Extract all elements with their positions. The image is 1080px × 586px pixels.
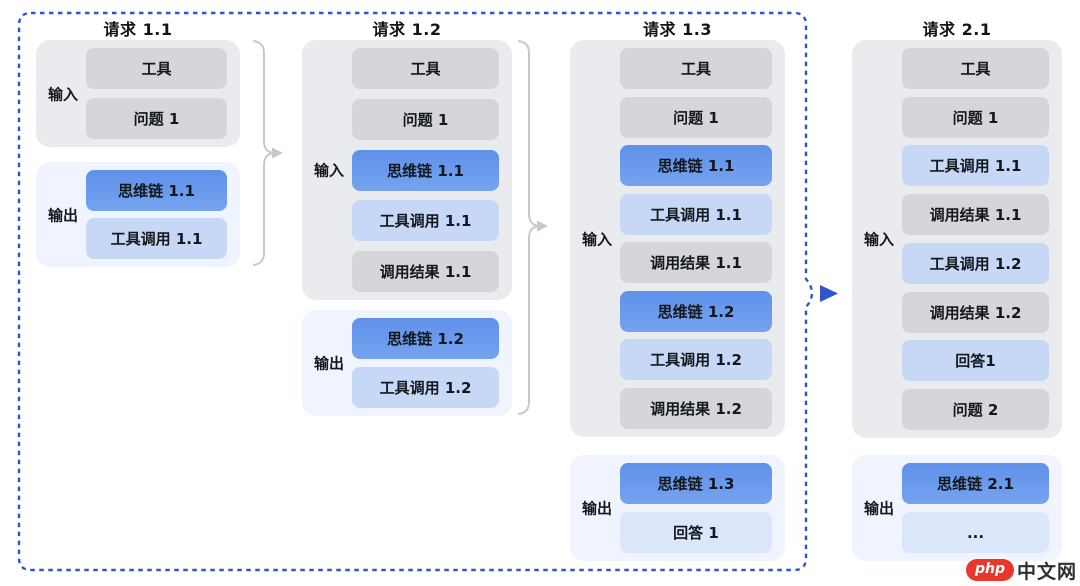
watermark: php 中文网 (965, 557, 1077, 583)
input-group: 输入 工具 问题 1 (36, 40, 240, 147)
message-box: 工具 (86, 48, 227, 89)
message-box: 调用结果 1.2 (902, 291, 1049, 333)
message-box: 思维链 1.3 (620, 463, 772, 504)
message-box: 工具 (620, 48, 772, 89)
message-box: 思维链 1.2 (352, 318, 499, 359)
output-label: 输出 (313, 354, 344, 373)
message-box: ... (902, 512, 1049, 553)
message-box: 工具调用 1.1 (620, 193, 772, 235)
output-group: 输出 思维链 1.3 回答 1 (570, 455, 785, 561)
message-box: 问题 1 (86, 98, 227, 139)
request-title: 请求 2.1 (922, 20, 992, 39)
message-box: 工具调用 1.1 (352, 200, 499, 242)
brace-icon (252, 152, 275, 266)
message-box: 工具调用 1.2 (352, 367, 499, 408)
message-box: 回答 1 (620, 512, 772, 553)
brace-icon (252, 40, 275, 154)
request-column-2: 请求 1.2 输入 工具 问题 1 思维链 1.1 工具调用 1.1 调用结果 … (302, 0, 512, 586)
request-title: 请求 1.3 (643, 20, 712, 39)
message-box: 问题 1 (620, 96, 772, 138)
message-box: 思维链 1.1 (352, 149, 499, 191)
php-logo-icon: php (965, 559, 1014, 581)
output-group: 输出 思维链 2.1 ... (852, 455, 1062, 561)
brace-arrowhead-icon (272, 147, 283, 159)
request-title: 请求 1.1 (103, 20, 173, 39)
message-box: 问题 2 (902, 388, 1049, 430)
input-label: 输入 (581, 230, 612, 248)
flow-arrow-icon (820, 285, 838, 302)
message-box: 思维链 1.1 (86, 170, 227, 211)
message-box: 思维链 1.1 (620, 145, 772, 187)
message-box: 调用结果 1.2 (620, 387, 772, 429)
message-box: 工具 (352, 48, 499, 89)
brace-arrowhead-icon (537, 220, 548, 232)
request-title: 请求 1.2 (372, 20, 442, 39)
message-box: 工具调用 1.1 (86, 218, 227, 259)
input-group: 输入 工具 问题 1 工具调用 1.1 调用结果 1.1 工具调用 1.2 调用… (852, 40, 1062, 438)
input-label: 输入 (47, 85, 78, 103)
message-box: 工具 (902, 48, 1049, 89)
watermark-text: 中文网 (1016, 560, 1077, 583)
output-group: 输出 思维链 1.2 工具调用 1.2 (302, 310, 512, 416)
output-group: 输出 思维链 1.1 工具调用 1.1 (36, 162, 240, 267)
request-column-3: 请求 1.3 输入 工具 问题 1 思维链 1.1 工具调用 1.1 调用结果 … (570, 0, 785, 586)
message-box: 调用结果 1.1 (620, 242, 772, 284)
message-box: 问题 1 (902, 96, 1049, 138)
input-label: 输入 (863, 230, 894, 249)
message-box: 思维链 1.2 (620, 290, 772, 332)
input-group: 输入 工具 问题 1 思维链 1.1 工具调用 1.1 调用结果 1.1 (302, 40, 512, 300)
input-label: 输入 (313, 161, 344, 180)
message-box: 工具调用 1.2 (620, 339, 772, 381)
message-box: 工具调用 1.2 (902, 242, 1049, 284)
request-column-4: 请求 2.1 输入 工具 问题 1 工具调用 1.1 调用结果 1.1 工具调用… (852, 0, 1062, 586)
input-group: 输入 工具 问题 1 思维链 1.1 工具调用 1.1 调用结果 1.1 思维链… (570, 40, 785, 437)
output-label: 输出 (581, 499, 612, 518)
message-box: 回答1 (902, 340, 1049, 382)
brace-icon (517, 40, 540, 227)
brace-icon (517, 225, 540, 415)
output-label: 输出 (47, 206, 78, 224)
message-box: 工具调用 1.1 (902, 145, 1049, 187)
message-box: 调用结果 1.1 (902, 194, 1049, 236)
message-box: 问题 1 (352, 98, 499, 140)
output-label: 输出 (863, 499, 894, 518)
message-box: 思维链 2.1 (902, 463, 1049, 504)
request-column-1: 请求 1.1 输入 工具 问题 1 输出 思维链 1.1 工具调用 1.1 (36, 0, 240, 586)
message-box: 调用结果 1.1 (352, 251, 499, 292)
